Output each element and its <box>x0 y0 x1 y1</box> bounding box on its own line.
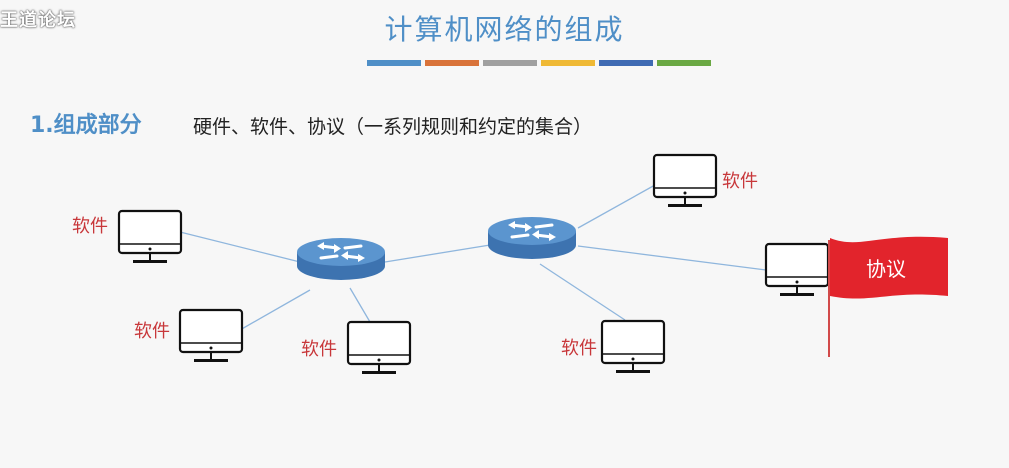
page-title: 计算机网络的组成 <box>384 13 625 46</box>
watermark-logo: 王道论坛 <box>0 10 76 31</box>
section-heading: 1.组成部分 <box>30 113 142 138</box>
network-links <box>179 184 767 331</box>
link-left-top <box>179 231 301 263</box>
title-color-bar-5 <box>599 60 653 66</box>
software-label-left-top: 软件 <box>72 216 108 237</box>
title-color-bar-1 <box>367 60 421 66</box>
software-label-right-top: 软件 <box>722 171 758 192</box>
monitor-host-left-top <box>117 209 183 265</box>
software-label-right-bottom: 软件 <box>561 338 597 359</box>
title-color-bar-4 <box>541 60 595 66</box>
monitor-host-center-bottom <box>346 320 412 376</box>
link-right-bottom <box>539 263 626 321</box>
link-routers <box>384 244 491 263</box>
protocol-flag <box>828 236 948 357</box>
router-right <box>486 215 578 261</box>
section-description: 硬件、软件、协议（一系列规则和约定的集合） <box>193 116 593 138</box>
link-left-bottom <box>239 289 311 331</box>
monitor-host-right-middle <box>764 242 830 298</box>
link-center-bottom <box>349 287 371 323</box>
protocol-label: 协议 <box>866 257 906 281</box>
title-color-bar-2 <box>425 60 479 66</box>
software-label-center-bottom: 软件 <box>301 339 337 360</box>
flag-cloth <box>830 236 948 299</box>
link-right-middle <box>577 245 767 271</box>
monitor-host-left-bottom <box>178 308 244 364</box>
title-color-bar-3 <box>483 60 537 66</box>
monitor-host-right-bottom <box>600 319 666 375</box>
router-left <box>295 236 387 282</box>
monitor-host-right-top <box>652 153 718 209</box>
link-right-top <box>577 184 656 229</box>
title-color-bar-6 <box>657 60 711 66</box>
software-label-left-bottom: 软件 <box>134 321 170 342</box>
